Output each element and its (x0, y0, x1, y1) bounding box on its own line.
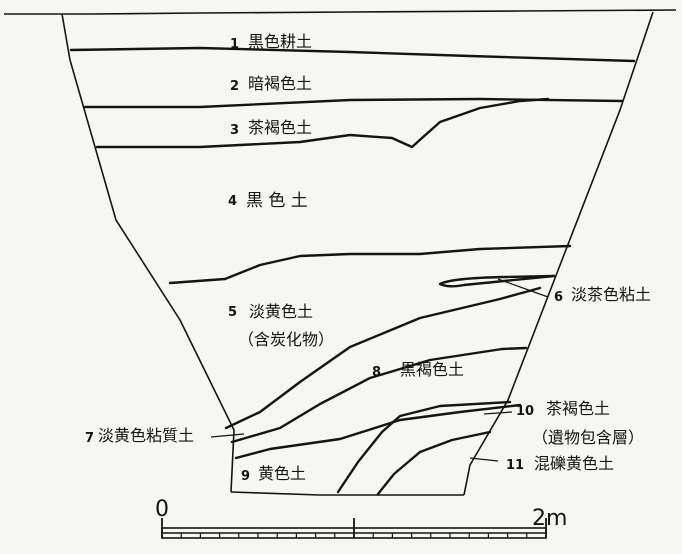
layer-8-name: 黒褐色土 (400, 360, 465, 379)
layer-5-name: 淡黄色土 (249, 302, 314, 321)
leader-11 (469, 457, 499, 462)
layer-5-number: 5 (228, 305, 238, 320)
scale-start-label: 0 (155, 497, 169, 522)
boundary-10-11 (376, 430, 492, 496)
layer-10-name: 茶褐色土 (546, 399, 611, 418)
layer-7-name: 淡黄色粘質土 (98, 426, 195, 445)
layer-10-note: （遺物包含層） (532, 428, 645, 447)
boundary-3-4 (95, 97, 550, 149)
boundary-8-9 (234, 403, 522, 460)
boundary-4-5 (168, 244, 572, 285)
pit-floor (230, 491, 464, 496)
leader-10 (483, 411, 513, 415)
pit-wall-left (61, 13, 235, 493)
ground-surface (4, 9, 677, 15)
layer-1-number: 1 (230, 37, 240, 52)
scale-end-label: 2m (532, 506, 568, 531)
layer-5-note: （含炭化物） (238, 330, 335, 349)
pit-wall-right (463, 11, 654, 496)
lens-6 (438, 274, 556, 288)
layer-9-name: 黄色土 (258, 464, 307, 483)
layer-1-name: 黒色耕土 (248, 32, 313, 51)
scale-bar (161, 518, 547, 539)
leader-6 (497, 278, 549, 298)
layer-3-name: 茶褐色土 (248, 118, 313, 137)
layer-2-number: 2 (230, 79, 240, 94)
layer-4-name: 黒 色 土 (246, 191, 308, 211)
boundary-9-10 (336, 400, 512, 494)
boundary-7-8 (230, 346, 528, 444)
layer-3-number: 3 (230, 123, 240, 138)
layer-7-number: 7 (85, 431, 95, 446)
leader-7 (210, 433, 245, 438)
boundary-1-2 (69, 46, 636, 63)
layer-8-number: 8 (372, 365, 382, 380)
layer-11-name: 混礫黄色土 (534, 454, 615, 473)
layer-10-number: 10 (516, 404, 535, 419)
layer-6-name: 淡茶色粘土 (571, 285, 652, 304)
layer-2-name: 暗褐色土 (248, 74, 313, 93)
layer-4-number: 4 (228, 194, 238, 209)
layer-6-number: 6 (554, 290, 564, 305)
layer-9-number: 9 (241, 469, 251, 484)
layer-11-number: 11 (506, 458, 525, 473)
boundary-5-8 (224, 286, 542, 430)
